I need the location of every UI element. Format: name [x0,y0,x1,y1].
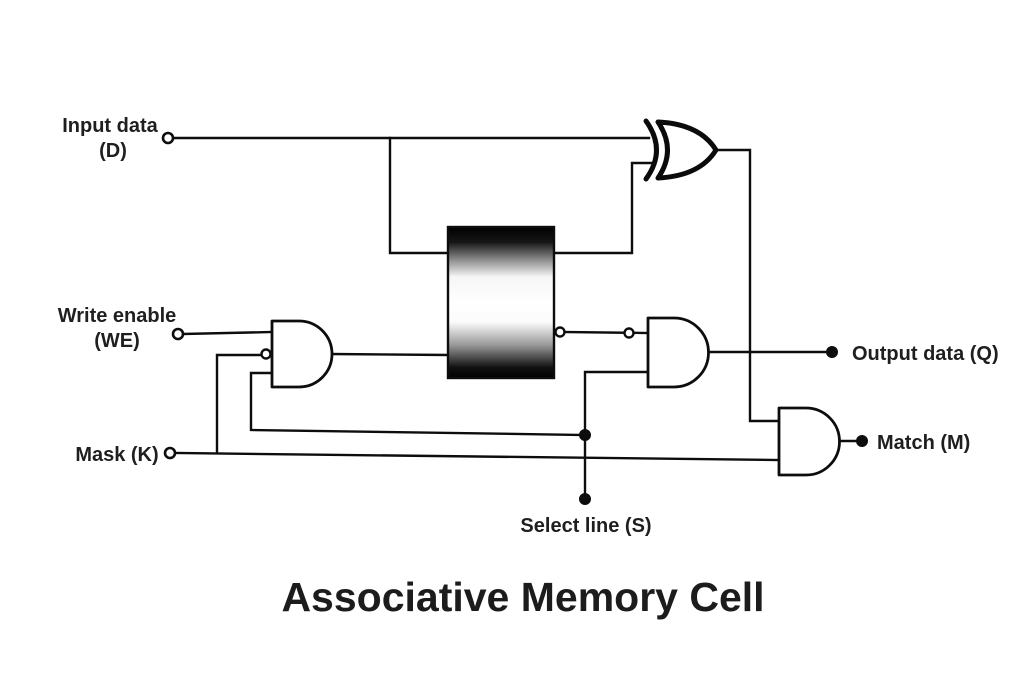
select-line-label: Select line (S) [520,515,651,537]
wire-select-to-write-gate [249,371,587,437]
input-data-terminal [161,131,175,145]
wire-write-gate-to-cell [328,352,450,357]
wire-select-line [583,370,650,501]
cell-q-output-bubble [554,326,566,338]
input-data-label-line2: (D) [99,140,127,162]
mask-terminal [163,446,177,460]
memory-cell-flipflop [446,225,556,380]
xor-body [655,119,719,181]
write-gate-inverter-bubble [260,348,272,360]
wire-mask-to-match-gate [173,451,781,462]
output-data-terminal [826,346,838,358]
write-and-gate [270,319,334,389]
write-enable-terminal [171,327,185,341]
wire-write-enable [181,330,274,336]
match-and-gate [777,406,841,477]
output-data-label: Output data (Q) [852,343,999,365]
wire-mask-to-write-gate [215,353,263,455]
select-line-terminal [579,493,591,505]
input-data-label-line1: Input data [62,115,158,137]
select-junction-dot [579,429,591,441]
wire-cell-q-to-read-gate [558,330,650,335]
xor-gate [643,118,719,182]
match-terminal [856,435,868,447]
wire-xor-output-to-match [714,148,781,423]
read-and-gate [646,316,710,389]
write-enable-label-line2: (WE) [94,330,140,352]
page-title: Associative Memory Cell [281,574,764,620]
q-line-bubble [623,327,635,339]
wire-cell-to-xor [552,161,654,255]
mask-label: Mask (K) [75,444,158,466]
write-enable-label-line1: Write enable [58,305,177,327]
xor-input-arc [643,118,659,182]
match-label: Match (M) [877,432,970,454]
wire-input-data-branch [388,136,450,255]
